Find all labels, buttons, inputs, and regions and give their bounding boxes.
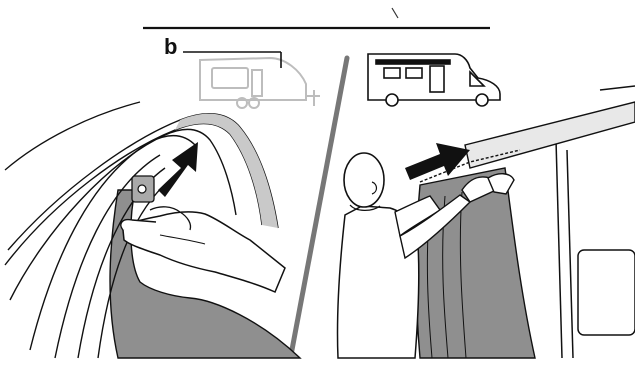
small-tick-mark [392,8,398,18]
motorhome-icon [368,54,500,106]
callout-label: b [164,36,177,58]
left-panel [5,52,320,358]
caravan-icon [200,58,320,108]
right-panel [337,54,635,358]
tab-eyelet [138,185,146,193]
awning-rail [465,102,635,168]
arrow-right-icon [405,143,470,180]
person-head [344,153,384,207]
rail-gap-fill [175,114,278,228]
